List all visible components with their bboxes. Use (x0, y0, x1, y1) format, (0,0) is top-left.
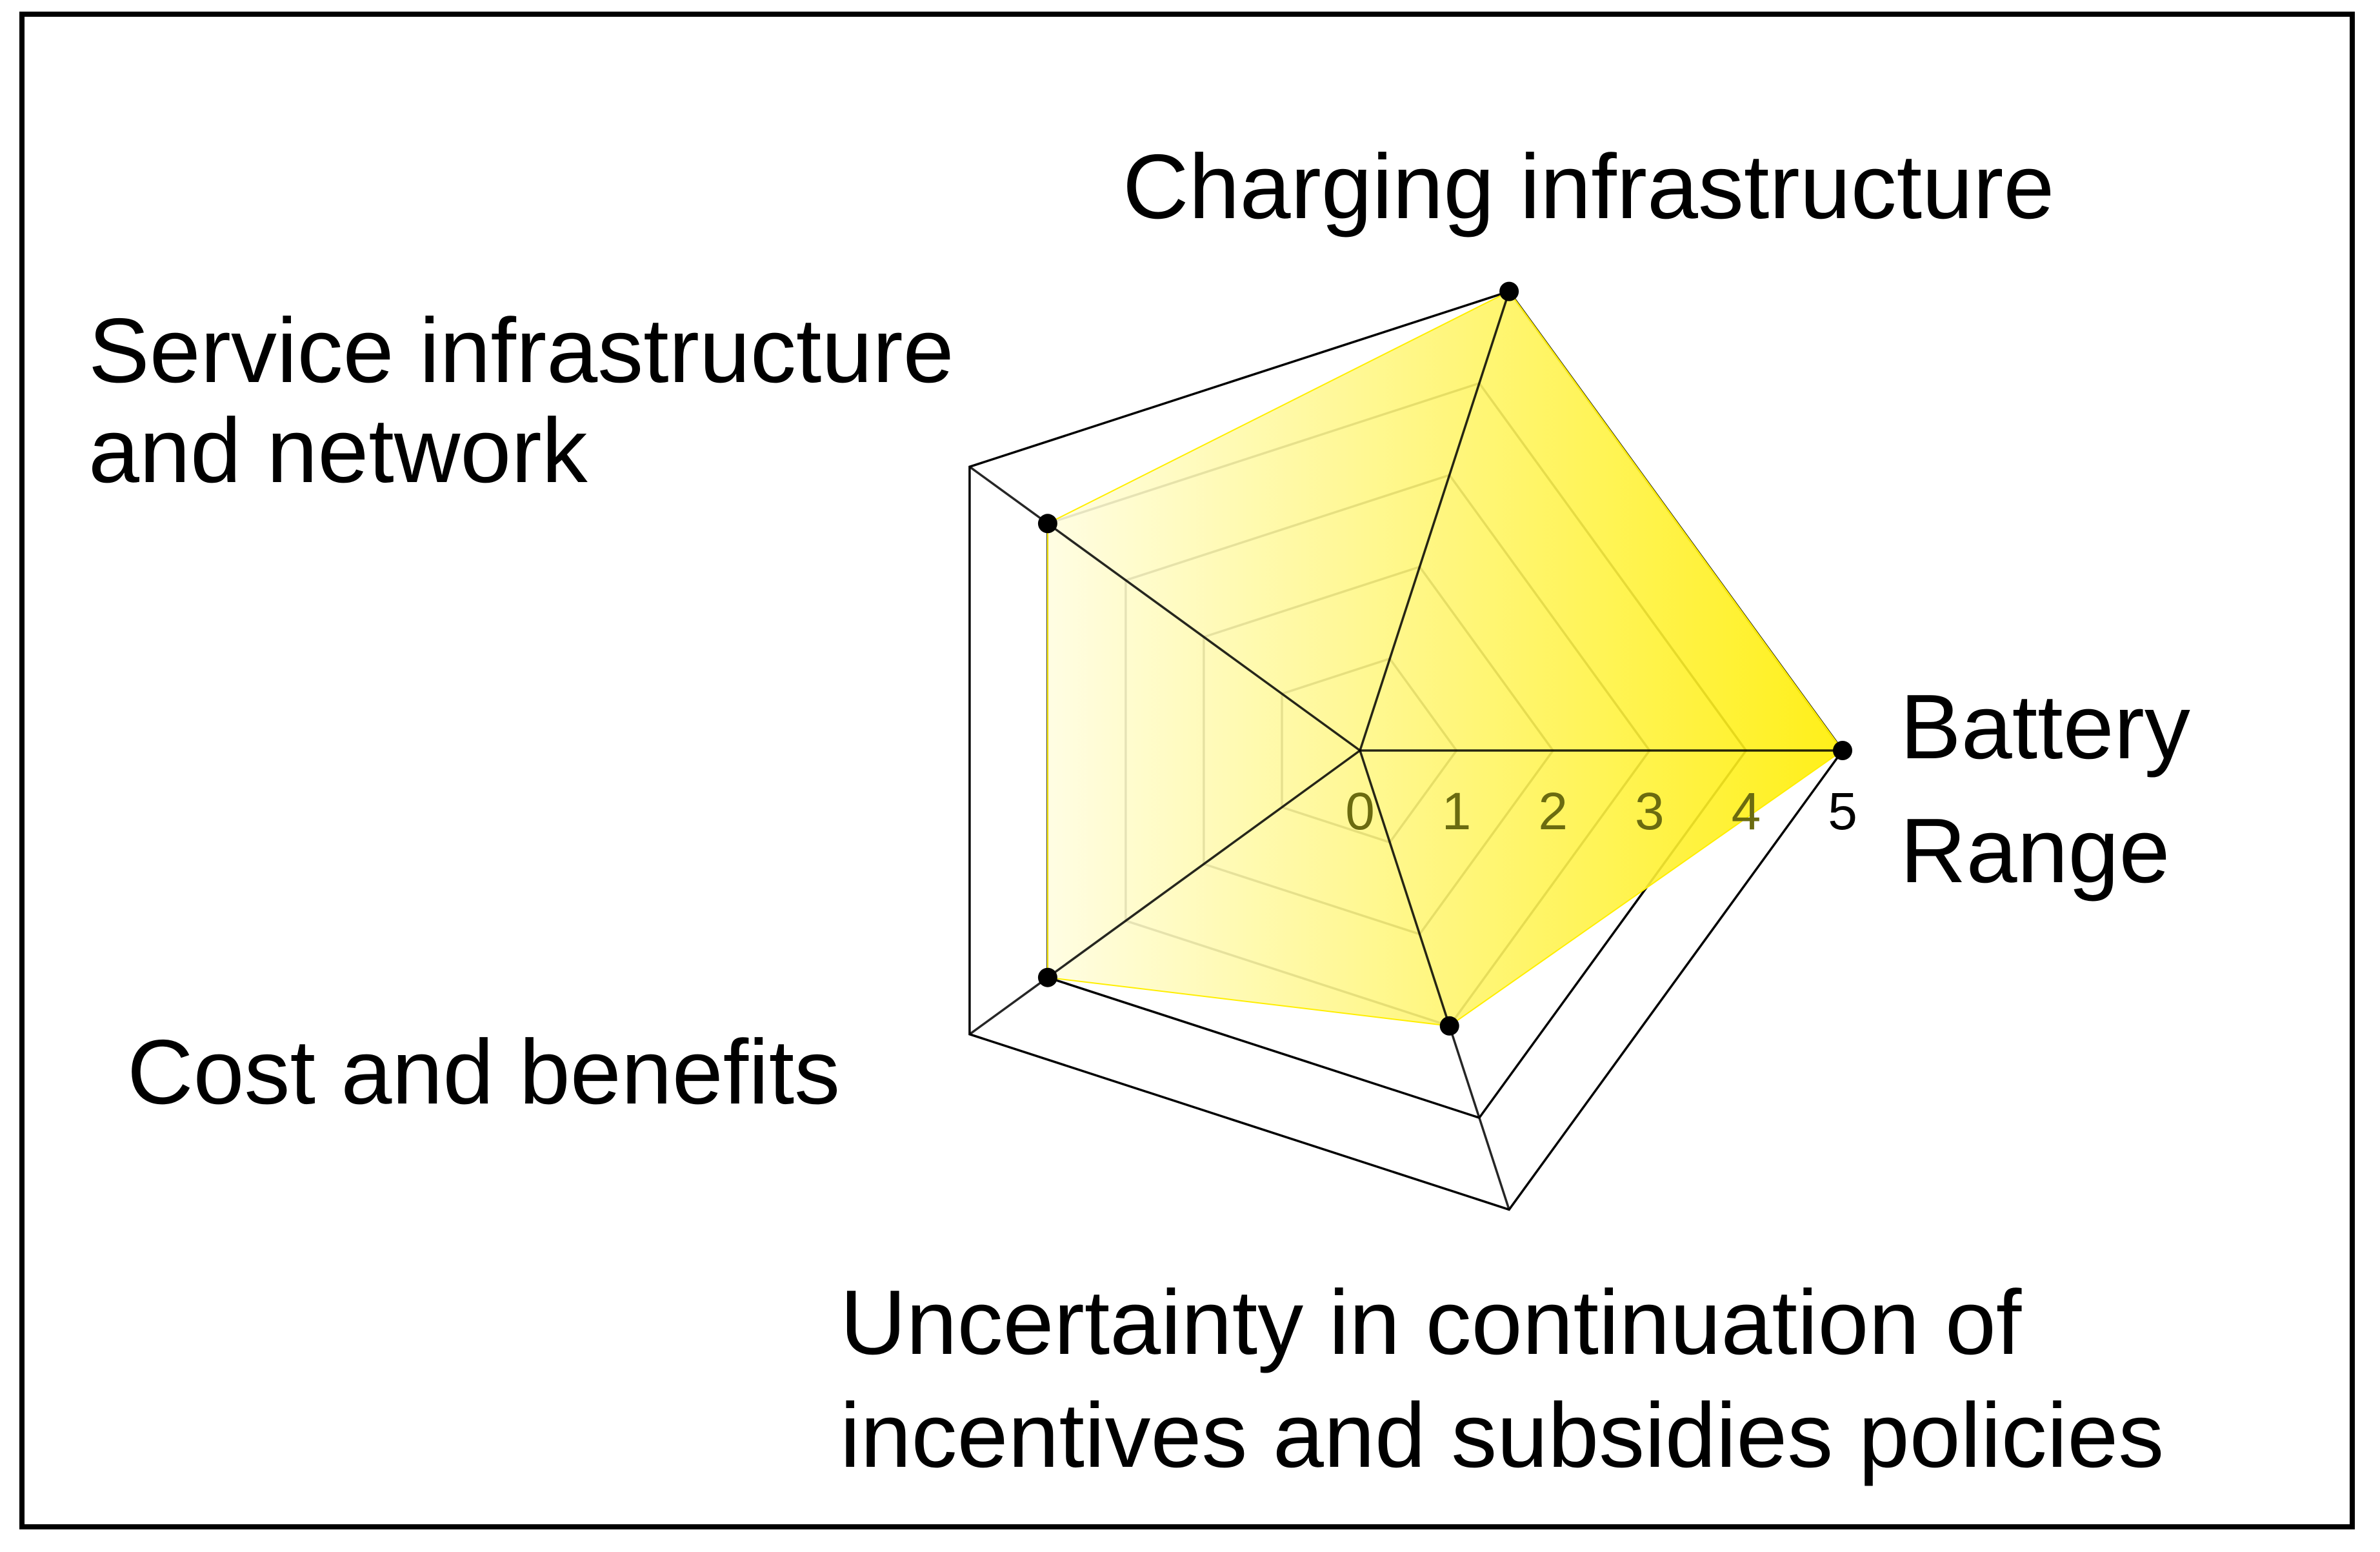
axis-label-charging-infrastructure-line-1: Charging infrastructure (1123, 136, 2054, 238)
tick-label-4: 4 (1732, 782, 1761, 841)
spoke-service-infrastructure-and-network (968, 465, 1361, 752)
data-point-battery-range (1833, 741, 1852, 760)
tick-label-0: 0 (1345, 782, 1375, 841)
axis-label-battery-range-line-1: Battery (1900, 676, 2190, 778)
axis-label-cost-and-benefits-line-1: Cost and benefits (127, 1021, 840, 1124)
axis-label-battery-range-line-2: Range (1900, 800, 2170, 902)
axis-label-service-infrastructure-and-network-line-1: Service infrastructure (88, 299, 954, 402)
spoke-charging-infrastructure (1359, 291, 1510, 751)
radar-markers (1037, 281, 1852, 1036)
tick-label-1: 1 (1442, 782, 1472, 841)
data-area (1046, 290, 1844, 1027)
radar-data-area (1046, 290, 1844, 1027)
data-point-charging-infrastructure (1499, 281, 1519, 301)
tick-label-5: 5 (1828, 782, 1857, 841)
axis-label-uncertainty-in-continuation-of-incentives-and-subsidies-policies-line-1: Uncertainty in continuation of (840, 1271, 2022, 1374)
spoke-cost-and-benefits (968, 749, 1361, 1036)
data-point-cost-and-benefits (1037, 967, 1057, 987)
axis-label-service-infrastructure-and-network-line-2: and network (88, 399, 588, 502)
radar-tick-labels: 0 1 2 3 4 5 (1345, 782, 1857, 841)
axis-label-uncertainty-in-continuation-of-incentives-and-subsidies-policies-line-2: incentives and subsidies policies (840, 1384, 2164, 1487)
tick-label-2: 2 (1538, 782, 1568, 841)
tick-label-3: 3 (1635, 782, 1665, 841)
spoke-uncertainty-in-continuation-of-incentives-and-subsidies-policies (1359, 750, 1510, 1210)
radar-spokes (968, 291, 1843, 1210)
data-point-uncertainty-in-continuation-of-incentives-and-subsidies-policies (1439, 1016, 1459, 1036)
data-point-service-infrastructure-and-network (1037, 514, 1057, 534)
